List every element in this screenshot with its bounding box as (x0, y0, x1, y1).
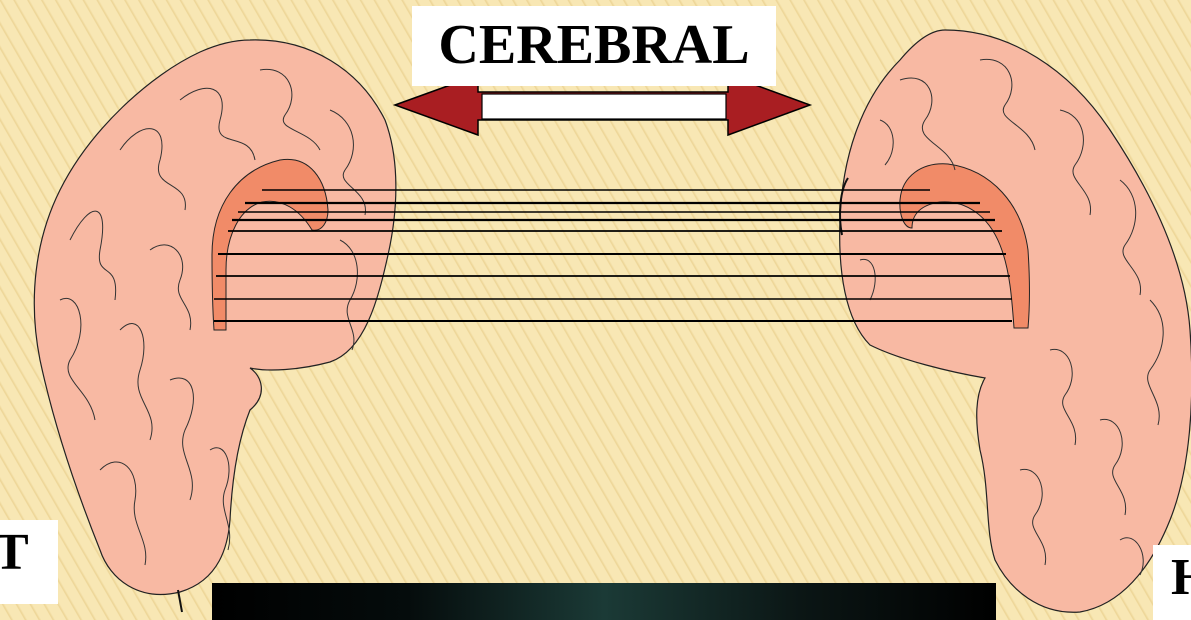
bottom-image-strip (212, 583, 996, 620)
left-hemisphere-tail (178, 590, 182, 612)
left-hemisphere (34, 40, 396, 612)
right-label: H (1153, 545, 1191, 620)
diagram-title: CEREBRAL (412, 14, 776, 76)
left-label: T (0, 520, 58, 604)
